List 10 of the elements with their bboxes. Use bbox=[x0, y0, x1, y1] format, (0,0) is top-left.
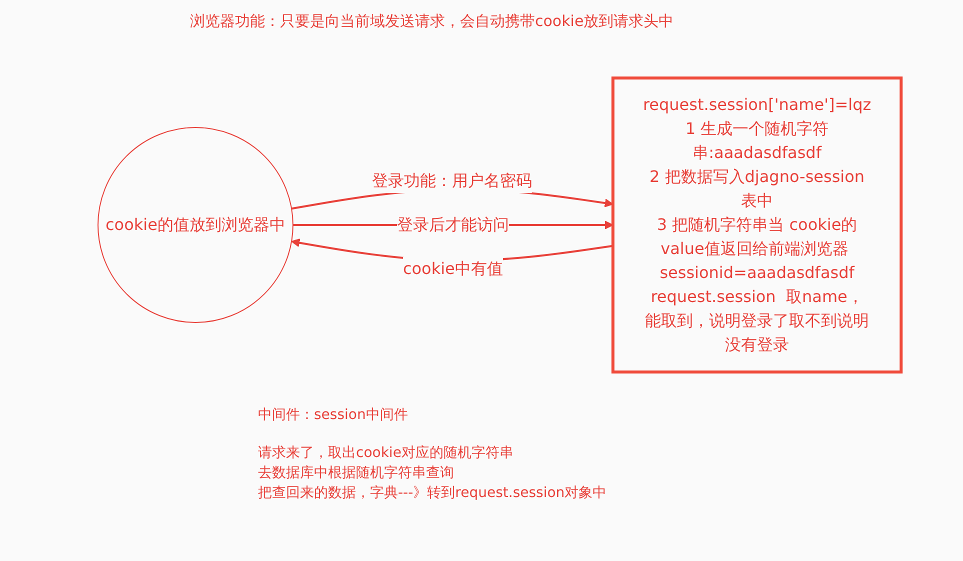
node-circle: cookie的值放到浏览器中 bbox=[98, 127, 294, 323]
node-box: request.session['name']=lqz 1 生成一个随机字符串:aaadasdfasdf 2 把数据写入djagno-session表中 3 把随机字符串当 cookie的value值返回给前端浏览器 sessionid=aaadasdfasdf request.session 取name，能取到，说明登录了取不到说明没有登录 bbox=[612, 76, 904, 374]
edge-label: 登录功能：用户名密码 bbox=[372, 171, 532, 190]
title: 浏览器功能：只要是向当前域发送请求，会自动携带cookie放到请求头中 bbox=[190, 12, 674, 31]
note-text: 中间件：session中间件 bbox=[258, 406, 409, 425]
edge-label: cookie中有值 bbox=[403, 259, 504, 278]
note-text: 去数据库中根据随机字符串查询 bbox=[258, 464, 455, 483]
note-text: 请求来了，取出cookie对应的随机字符串 bbox=[258, 444, 514, 463]
note-text: 把查回来的数据，字典---》转到request.session对象中 bbox=[258, 484, 607, 503]
edge-label: 登录后才能访问 bbox=[397, 215, 510, 234]
